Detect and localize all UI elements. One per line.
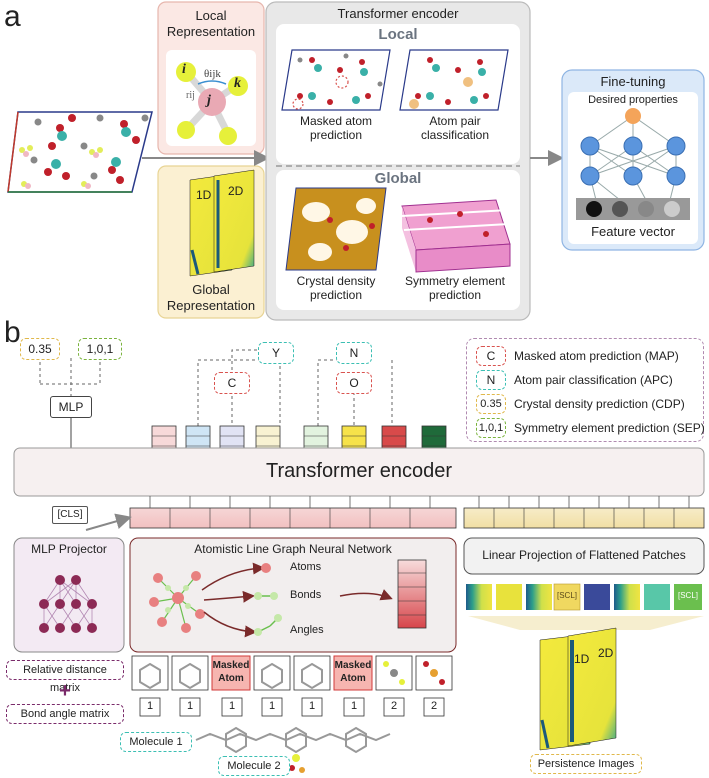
desired-properties: Desired properties xyxy=(588,94,678,106)
apc-n-box: N xyxy=(336,342,372,364)
alignn-angles: Angles xyxy=(290,624,324,636)
encoder-title-b: Transformer encoder xyxy=(266,460,452,482)
task-cdp-2: prediction xyxy=(309,288,363,302)
alignn-atoms: Atoms xyxy=(290,561,322,573)
linear-projection-title: Linear Projection of Flattened Patches xyxy=(482,548,686,562)
crystal-thumb-apc xyxy=(399,49,509,111)
linear-projection-box xyxy=(463,537,705,575)
legend-key-cdp: 0.35 xyxy=(476,394,506,414)
molecule-2-label: Molecule 2 xyxy=(218,756,290,776)
scl-token-1: [SCL] xyxy=(556,591,577,600)
finetune-title: Fine-tuning xyxy=(600,74,666,89)
global-rep-title-1: Global xyxy=(192,282,230,297)
panel-letter-a: a xyxy=(4,0,21,33)
task-sep-1: Symmetry element xyxy=(404,274,506,288)
legend-text-apc: Atom pair classification (APC) xyxy=(514,373,673,387)
local-rep-title-1: Local xyxy=(195,8,227,23)
legend-text-map: Masked atom prediction (MAP) xyxy=(514,349,679,363)
persistence-image-small xyxy=(189,169,255,277)
local-heading: Local xyxy=(378,26,418,43)
task-map-2: prediction xyxy=(309,128,363,142)
atom-label-i: i xyxy=(182,62,186,77)
legend-key-map: C xyxy=(476,346,506,366)
id-3: 1 xyxy=(268,700,276,712)
id-0: 1 xyxy=(146,700,154,712)
cdp-value-box: 0.35 xyxy=(20,338,60,360)
label-2d-small: 2D xyxy=(228,184,244,198)
legend-key-sep: 1,0,1 xyxy=(476,418,506,438)
molecule-1-label: Molecule 1 xyxy=(120,732,192,752)
masked-atom-1-line2: Atom xyxy=(218,673,244,684)
crystal-structure-left xyxy=(7,111,153,193)
encoder-title-a: Transformer encoder xyxy=(337,6,459,21)
id-boxes xyxy=(139,697,445,717)
label-1d-large: 1D xyxy=(574,652,590,666)
feature-vector: Feature vector xyxy=(591,224,675,239)
masked-atom-2-line1: Masked xyxy=(334,660,372,671)
panel-letter-b: b xyxy=(4,316,21,349)
mlp-box: MLP xyxy=(50,396,92,418)
id-1: 1 xyxy=(186,700,194,712)
label-1d-small: 1D xyxy=(196,188,212,202)
apc-y-box: Y xyxy=(258,342,294,364)
task-apc-2: classification xyxy=(420,128,490,142)
atom-environment-graphic xyxy=(176,62,248,145)
atom-label-j: j xyxy=(207,93,211,108)
transformer-encoder-bar xyxy=(13,447,705,497)
top-connector-lines xyxy=(39,349,393,426)
scl-token-2: [SCL] xyxy=(677,591,698,600)
bond-angle-matrix: Bond angle matrix xyxy=(6,704,124,724)
local-rep-title-2: Representation xyxy=(166,24,256,39)
cls-token: [CLS] xyxy=(52,506,88,524)
persistence-images-label: Persistence Images xyxy=(530,754,642,774)
r-label: rij xyxy=(186,90,195,101)
relative-distance-matrix: Relative distance matrix xyxy=(6,660,124,694)
theta-label: θijk xyxy=(204,68,221,80)
task-sep-2: prediction xyxy=(428,288,482,302)
id-5: 1 xyxy=(350,700,358,712)
crystal-density-thumb xyxy=(285,187,387,271)
sep-value-box: 1,0,1 xyxy=(78,338,122,360)
global-heading: Global xyxy=(374,170,422,187)
global-rep-title-2: Representation xyxy=(166,298,256,313)
alignn-bonds: Bonds xyxy=(290,589,322,601)
crystal-thumb-map xyxy=(281,49,391,111)
id-4: 1 xyxy=(308,700,316,712)
task-apc-1: Atom pair xyxy=(429,114,481,128)
id-6: 2 xyxy=(390,700,398,712)
persistence-image-large xyxy=(539,627,617,751)
input-token-strip-image xyxy=(463,507,705,529)
map-o-box: O xyxy=(336,372,372,394)
plus-sign: + xyxy=(59,680,71,702)
graph-graphic xyxy=(149,559,427,638)
masked-atom-1-line1: Masked xyxy=(212,660,250,671)
mlp-projector-box xyxy=(13,537,125,653)
symmetry-element-thumb xyxy=(401,199,511,273)
legend-text-sep: Symmetry element prediction (SEP) xyxy=(514,421,705,435)
molecule-chain xyxy=(195,726,391,754)
legend-text-cdp: Crystal density prediction (CDP) xyxy=(514,397,685,411)
task-map-1: Masked atom xyxy=(299,114,373,128)
task-cdp-1: Crystal density xyxy=(296,274,376,288)
map-c-box: C xyxy=(214,372,250,394)
id-2: 1 xyxy=(228,700,236,712)
atom-label-k: k xyxy=(234,76,241,91)
alignn-title: Atomistic Line Graph Neural Network xyxy=(194,542,392,556)
id-7: 2 xyxy=(430,700,438,712)
legend-key-apc: N xyxy=(476,370,506,390)
mlp-projector-title: MLP Projector xyxy=(31,542,107,556)
alignn-box xyxy=(129,537,457,653)
molecule-tiles xyxy=(131,655,453,691)
label-2d-large: 2D xyxy=(598,646,614,660)
patch-row xyxy=(466,583,704,630)
input-token-strip-graph xyxy=(129,507,457,529)
masked-atom-2-line2: Atom xyxy=(340,673,366,684)
